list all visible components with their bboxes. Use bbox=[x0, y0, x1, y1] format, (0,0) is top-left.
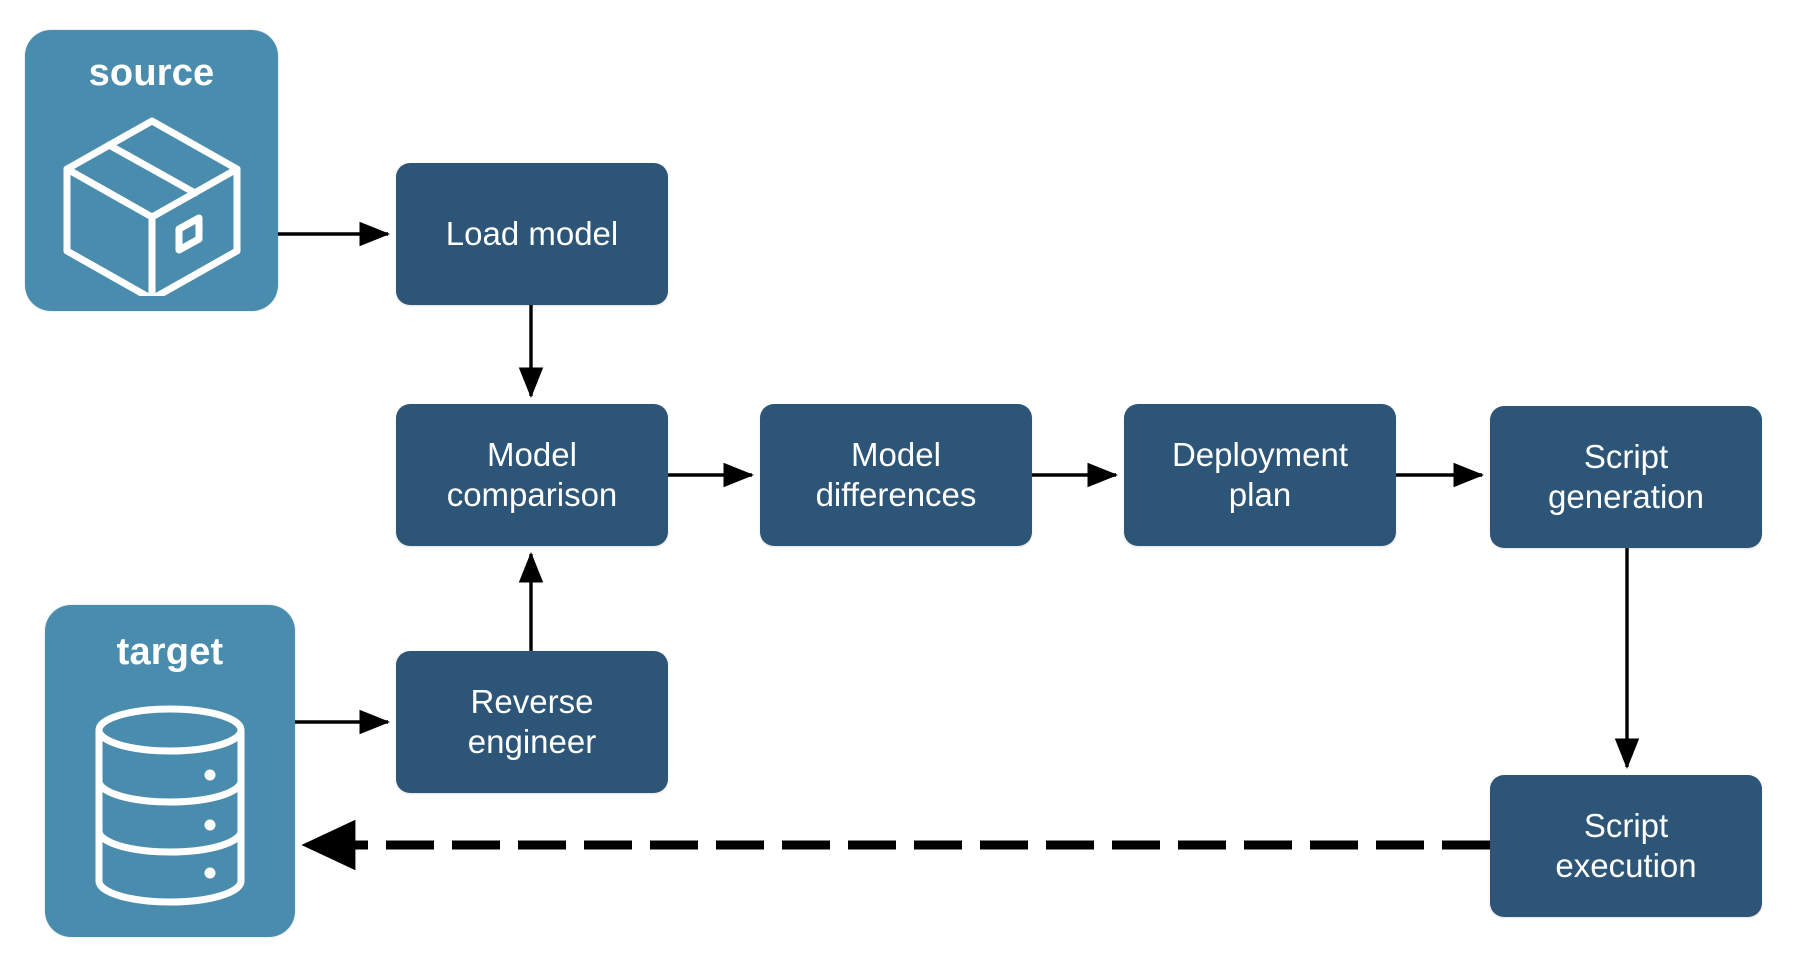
target-label: target bbox=[116, 631, 224, 673]
process-script-generation-label: Script generation bbox=[1548, 437, 1704, 515]
process-model-comparison[interactable]: Model comparison bbox=[396, 404, 668, 546]
process-deployment-plan[interactable]: Deployment plan bbox=[1124, 404, 1396, 546]
target-node[interactable]: target bbox=[45, 605, 295, 937]
process-script-execution[interactable]: Script execution bbox=[1490, 775, 1762, 917]
package-box-icon bbox=[25, 95, 278, 311]
database-cylinder-icon bbox=[45, 674, 295, 937]
process-reverse-engineer[interactable]: Reverse engineer bbox=[396, 651, 668, 793]
process-script-generation[interactable]: Script generation bbox=[1490, 406, 1762, 548]
process-reverse-engineer-label: Reverse engineer bbox=[467, 682, 597, 760]
process-load-model[interactable]: Load model bbox=[396, 163, 668, 305]
process-deployment-plan-label: Deployment plan bbox=[1171, 435, 1349, 513]
process-model-comparison-label: Model comparison bbox=[446, 435, 618, 513]
process-model-differences[interactable]: Model differences bbox=[760, 404, 1032, 546]
source-label: source bbox=[88, 52, 215, 94]
process-model-differences-label: Model differences bbox=[815, 435, 977, 513]
process-load-model-label: Load model bbox=[445, 214, 619, 252]
process-script-execution-label: Script execution bbox=[1555, 806, 1697, 884]
source-node[interactable]: source bbox=[25, 30, 278, 311]
